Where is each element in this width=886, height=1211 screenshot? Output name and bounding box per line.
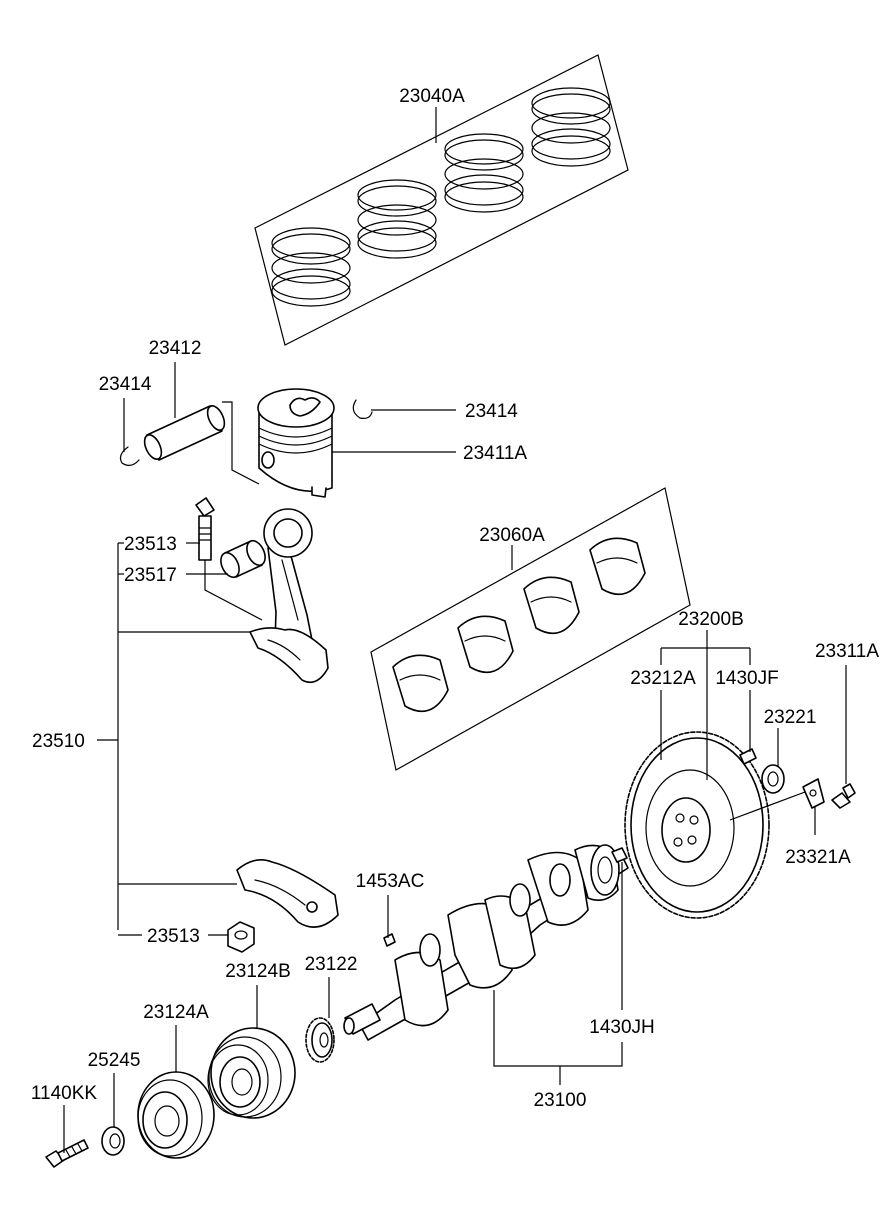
label-1140kk: 1140KK: [31, 1083, 98, 1104]
label-1430jf: 1430JF: [715, 668, 778, 689]
ring-group-1: [271, 227, 351, 307]
label-23414-left: 23414: [99, 374, 152, 395]
piston-pin: [143, 405, 226, 461]
connecting-rod: [249, 508, 329, 684]
label-23100: 23100: [534, 1090, 587, 1111]
label-23221: 23221: [764, 707, 817, 728]
woodruff-key: [383, 933, 396, 947]
conrod-nut-lower: [227, 921, 255, 953]
label-1430jh: 1430JH: [589, 1017, 655, 1038]
piston: [257, 388, 335, 498]
label-23412: 23412: [149, 338, 202, 359]
label-23122: 23122: [305, 954, 358, 975]
part-labels: 23040A 23412 23414 23414 23411A 23513 23…: [31, 86, 879, 1111]
label-25245: 25245: [88, 1050, 141, 1071]
damper-pulley-b: [207, 1027, 296, 1119]
conrod-bushing: [220, 539, 266, 579]
flywheel: [624, 731, 770, 919]
label-23124a: 23124A: [143, 1002, 209, 1023]
ring-group-3: [444, 133, 524, 213]
label-23517: 23517: [124, 565, 177, 586]
label-23321a: 23321A: [785, 847, 851, 868]
snap-ring-left: [119, 446, 140, 466]
label-23513-lower: 23513: [147, 926, 200, 947]
bearing-shell-1: [392, 654, 449, 713]
flywheel-dowel: [739, 748, 757, 765]
ring-group-2: [357, 179, 437, 259]
label-1453ac: 1453AC: [356, 871, 425, 892]
label-23040a: 23040A: [399, 86, 465, 107]
label-23513-upper: 23513: [124, 534, 177, 555]
bearing-shell-2: [457, 615, 514, 674]
flywheel-bolt: [831, 783, 856, 809]
snap-ring-right: [352, 399, 373, 419]
label-23411a: 23411A: [463, 443, 527, 464]
conrod-bolt-upper: [195, 497, 215, 561]
pilot-bushing: [761, 764, 785, 794]
label-23060a: 23060A: [479, 525, 545, 546]
label-23200b: 23200B: [678, 609, 744, 630]
damper-pulley-a: [137, 1071, 215, 1159]
bearing-shell-3: [523, 576, 580, 635]
label-23124b: 23124B: [225, 961, 291, 982]
label-23311a: 23311A: [815, 641, 879, 662]
conrod-cap-lower: [236, 859, 339, 928]
leader-lines: [63, 107, 847, 1153]
label-23414-right: 23414: [465, 401, 518, 422]
label-23510: 23510: [32, 731, 85, 752]
ring-set-frame: [254, 54, 629, 346]
crank-bearing-set: [370, 487, 691, 771]
crankshaft: [343, 844, 629, 1041]
piston-ring-set: [254, 54, 629, 346]
ring-group-4: [531, 87, 611, 167]
pulley-bolt: [45, 1139, 89, 1168]
reinforcement-plate: [802, 778, 825, 809]
bearing-set-frame: [370, 487, 691, 771]
crankshaft-sprocket: [305, 1017, 335, 1063]
label-23212a: 23212A: [630, 668, 696, 689]
bearing-shell-4: [589, 537, 646, 596]
washer: [101, 1126, 125, 1156]
